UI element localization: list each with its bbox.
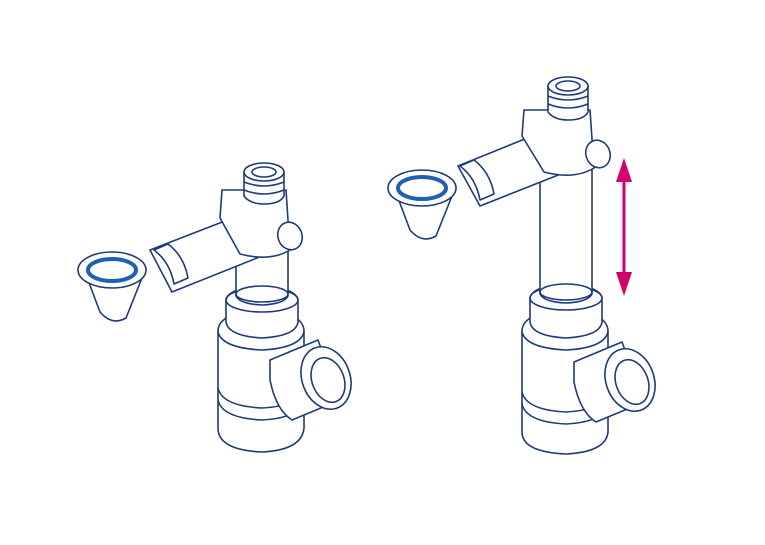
trap-elbow bbox=[521, 109, 595, 176]
trap-outlet-inner bbox=[614, 358, 650, 406]
trap-thread-line bbox=[547, 95, 589, 101]
arrow-head-down bbox=[616, 272, 632, 296]
trap-thread-line-2 bbox=[243, 189, 285, 195]
double-arrow-vertical-icon bbox=[616, 158, 632, 296]
trap-plug bbox=[584, 139, 612, 169]
trap-outlet-inner bbox=[310, 356, 346, 404]
bottle-trap-extended bbox=[387, 76, 656, 455]
trap-body-band-3 bbox=[521, 331, 609, 351]
trap-thread-line bbox=[243, 181, 285, 187]
trap-cup-ring bbox=[86, 257, 138, 283]
bottle-trap-compact bbox=[77, 162, 352, 453]
trap-arm-joint bbox=[459, 159, 495, 201]
trap-thread-inner bbox=[555, 80, 581, 92]
trap-stem bbox=[539, 159, 593, 304]
trap-body-band-3 bbox=[217, 331, 305, 351]
trap-arm-joint bbox=[153, 243, 189, 285]
trap-stem-ring bbox=[235, 285, 289, 303]
trap-thread-top bbox=[547, 76, 589, 96]
trap-thread-top bbox=[243, 162, 285, 182]
trap-stem-ring bbox=[539, 283, 593, 301]
arrow-head-up bbox=[616, 158, 632, 182]
trap-thread-inner bbox=[251, 166, 277, 178]
trap-plug bbox=[276, 221, 304, 251]
trap-cup-ring bbox=[396, 175, 448, 201]
trap-thread-line-2 bbox=[547, 103, 589, 109]
trap-stem bbox=[235, 249, 289, 306]
